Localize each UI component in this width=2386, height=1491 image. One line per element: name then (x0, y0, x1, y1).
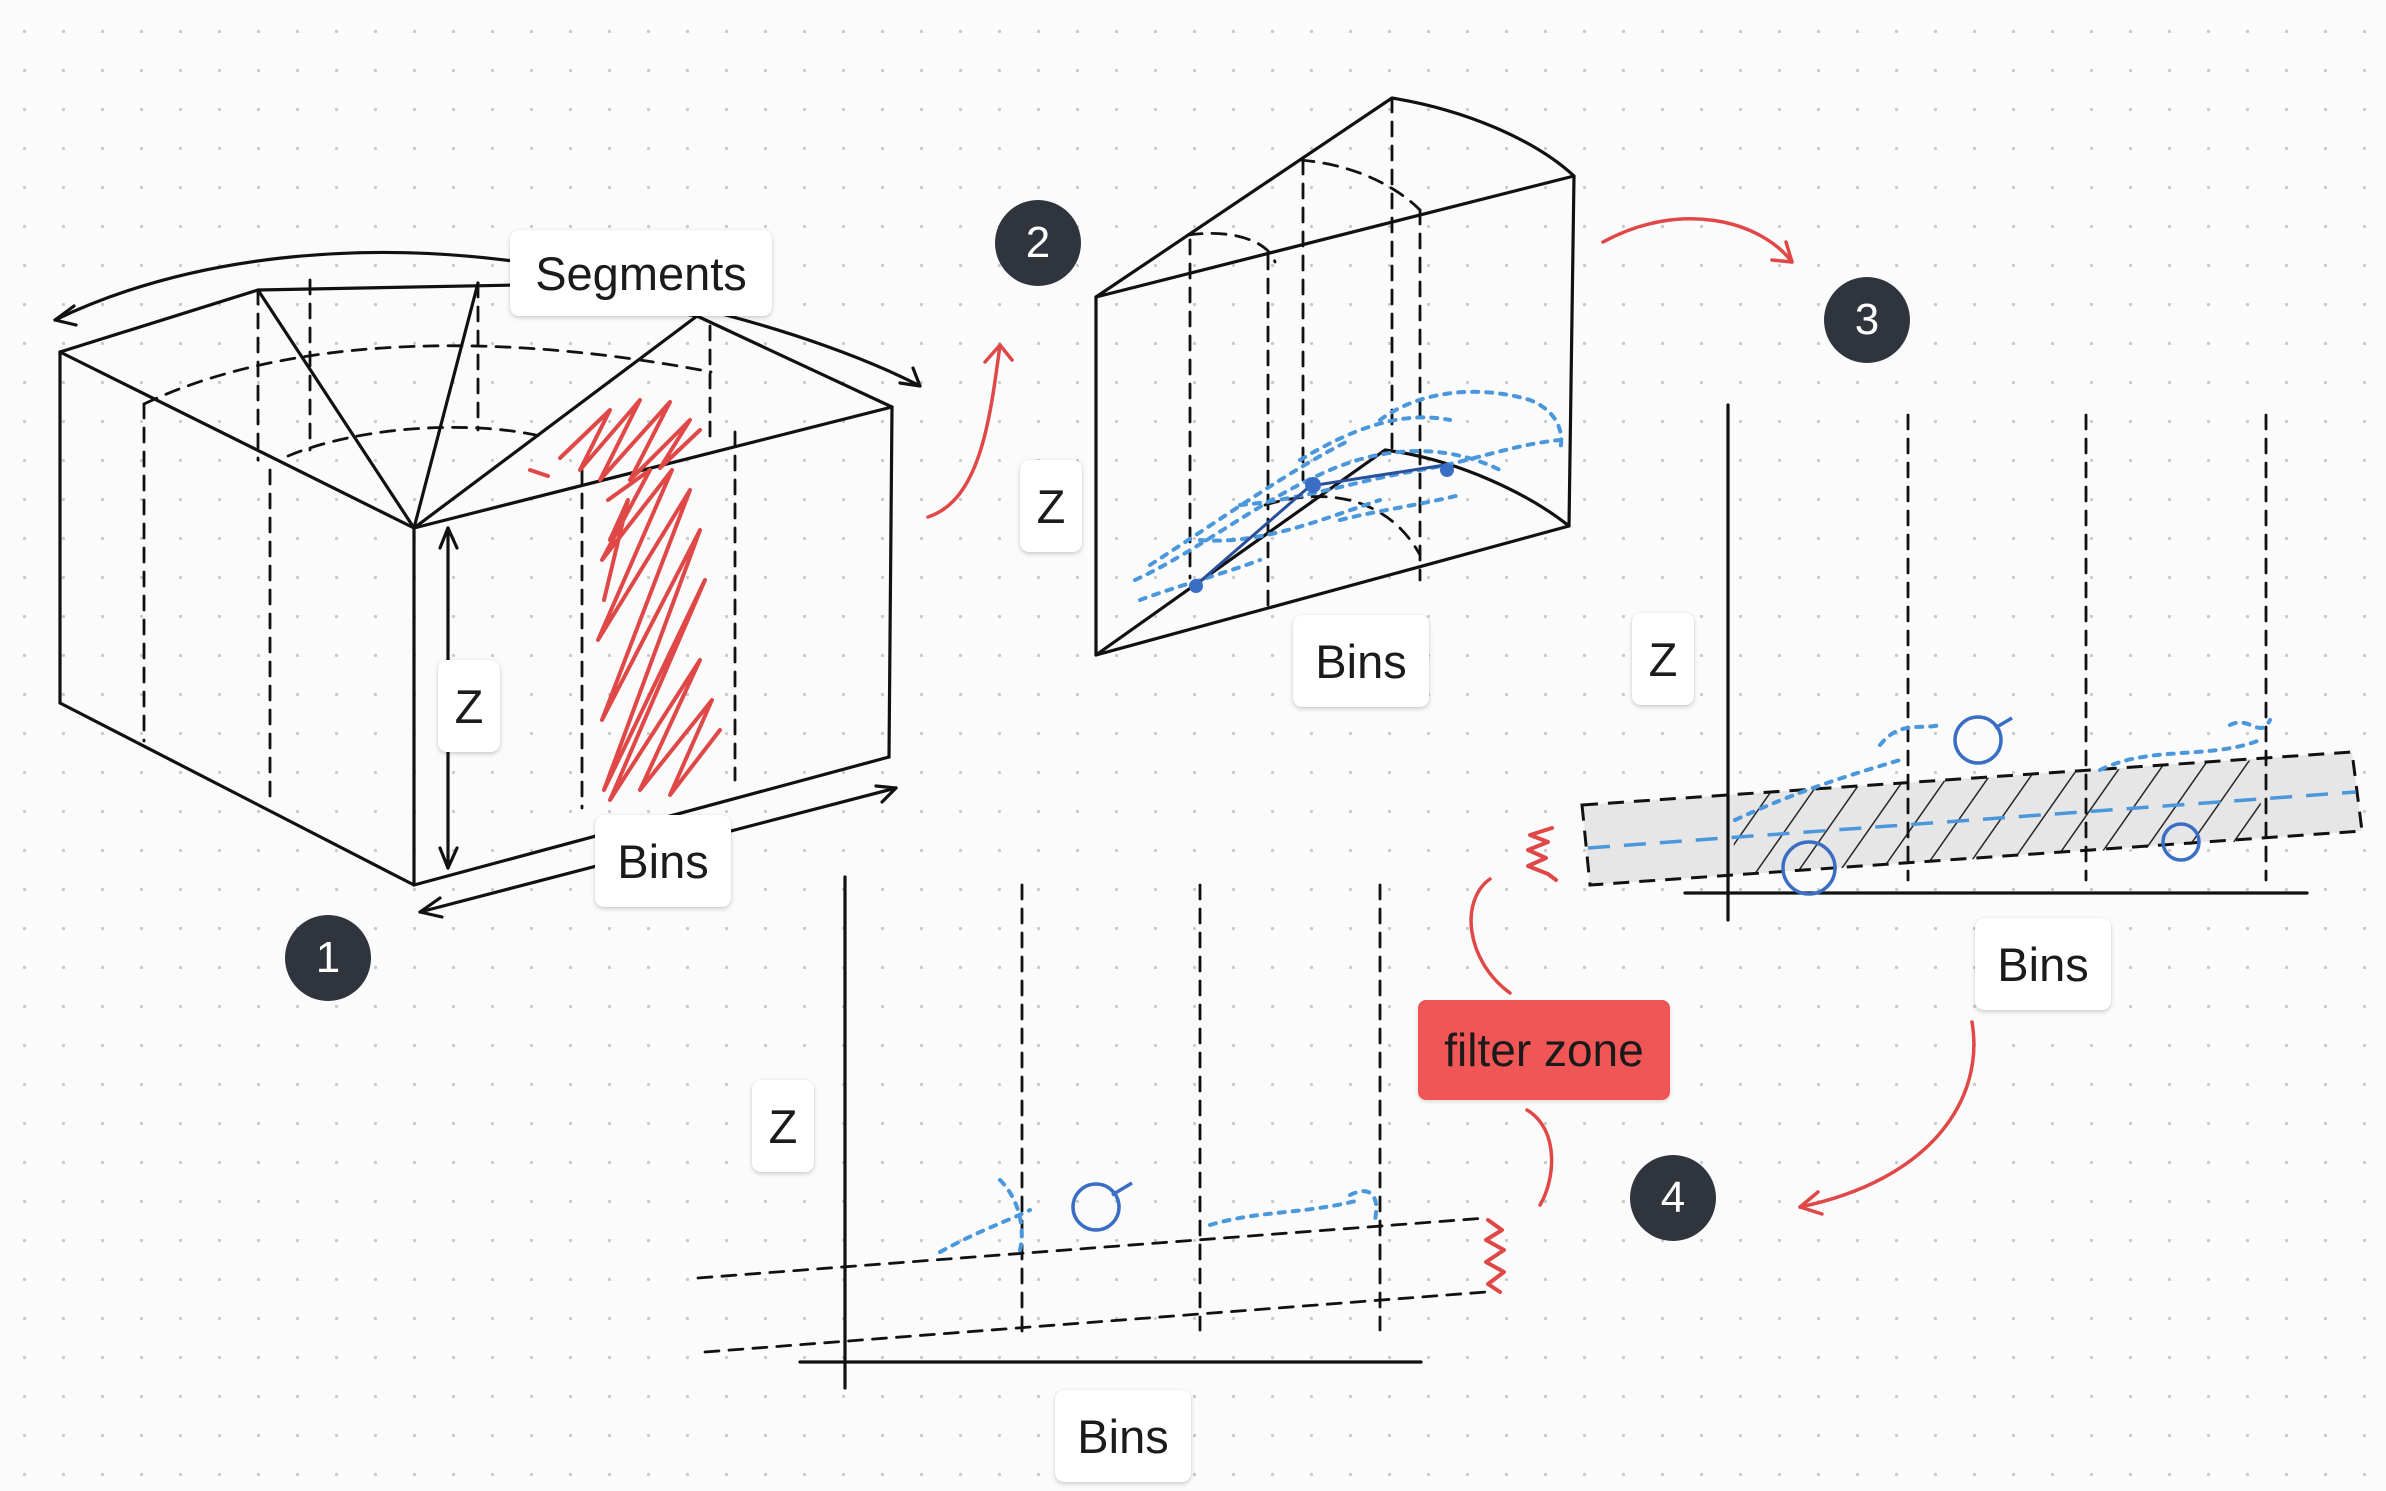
single-segment-sketch (1094, 96, 1576, 657)
step-badge-3: 3 (1824, 277, 1910, 363)
filtered-outlier-circle (1071, 1181, 1133, 1232)
step-badge-4: 4 (1630, 1155, 1716, 1241)
z-label-fig4: Z (752, 1080, 814, 1172)
z-label-fig3: Z (1632, 613, 1694, 705)
segment-trend-line (1189, 463, 1454, 593)
filter-boundary-squiggle (1484, 1218, 1506, 1294)
filtered-point-cloud (938, 1178, 1379, 1254)
filtered-result-plot (696, 875, 1488, 1390)
z-label-fig2: Z (1020, 460, 1082, 552)
highlighted-segment-scribble (528, 398, 722, 802)
flow-arrows (926, 217, 1976, 1216)
bins-label-fig3: Bins (1975, 918, 2111, 1010)
step-badge-2: 2 (995, 200, 1081, 286)
filter-band-plot (1526, 403, 2364, 922)
segments-label: Segments (510, 230, 772, 316)
bins-label-fig2: Bins (1293, 615, 1429, 707)
bins-label-fig1: Bins (595, 815, 731, 907)
z-label-fig1: Z (438, 660, 500, 752)
segment-point-cloud (1133, 389, 1564, 602)
filter-zone-callout: filter zone (1418, 1000, 1670, 1100)
segment-block-sketch (53, 250, 922, 919)
step-badge-1: 1 (285, 915, 371, 1001)
bins-label-fig4: Bins (1055, 1390, 1191, 1482)
